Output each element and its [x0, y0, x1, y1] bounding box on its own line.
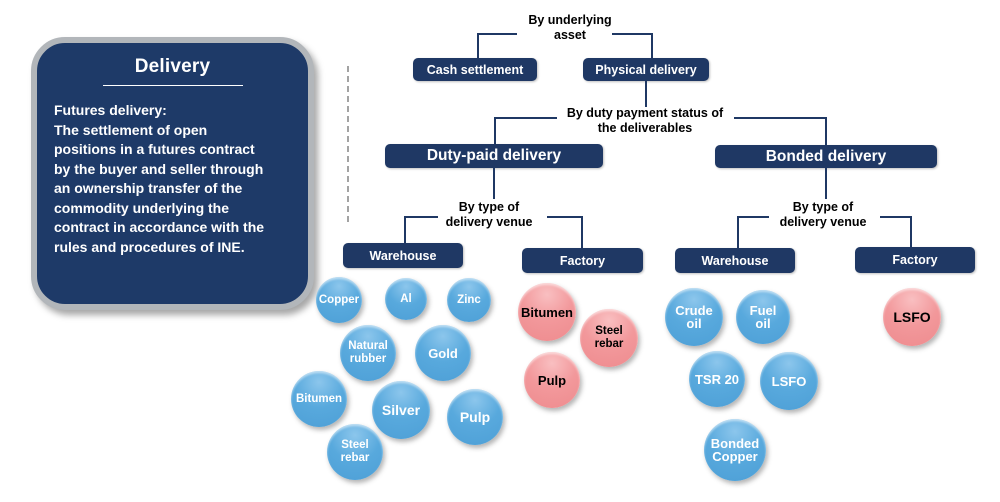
label-duty-paid-venue: By type of delivery venue [445, 200, 533, 229]
title-underline [102, 85, 243, 86]
connector-line [493, 168, 495, 199]
bubble-copper: Copper [316, 277, 362, 323]
connector-line [477, 33, 479, 59]
label-by-underlying-asset: By underlying asset [528, 13, 612, 42]
bubble-pulp-warehouse: Pulp [447, 389, 503, 445]
bubble-silver: Silver [372, 381, 430, 439]
connector-line [612, 33, 653, 35]
label-duty-payment-status: By duty payment status of the deliverabl… [566, 106, 724, 135]
connector-line [651, 33, 653, 59]
panel-body-text: Futures delivery: The settlement of open… [54, 102, 265, 255]
connector-line [581, 216, 583, 248]
node-duty-paid-warehouse: Warehouse [343, 243, 463, 268]
bubble-natural-rubber: Natural rubber [340, 325, 396, 381]
connector-line [477, 33, 517, 35]
connector-line [910, 216, 912, 248]
connector-line [494, 117, 496, 145]
connector-line [880, 216, 912, 218]
connector-line [737, 216, 769, 218]
label-bonded-venue: By type of delivery venue [779, 200, 867, 229]
node-duty-paid-delivery: Duty-paid delivery [385, 144, 603, 168]
node-duty-paid-factory: Factory [522, 248, 643, 273]
bubble-zinc: Zinc [447, 278, 491, 322]
node-bonded-factory: Factory [855, 247, 975, 273]
connector-line [734, 117, 827, 119]
connector-line [825, 117, 827, 146]
bubble-fuel-oil: Fuel oil [736, 290, 790, 344]
bubble-lsfo-warehouse: LSFO [760, 352, 818, 410]
bubble-pulp-factory: Pulp [524, 352, 580, 408]
bubble-lsfo-factory: LSFO [883, 288, 941, 346]
bubble-tsr-20: TSR 20 [689, 351, 745, 407]
connector-line [494, 117, 557, 119]
connector-line [825, 168, 827, 199]
node-cash-settlement: Cash settlement [413, 58, 537, 81]
bubble-steel-rebar-factory: Steel rebar [580, 309, 638, 367]
bubble-steel-rebar-warehouse: Steel rebar [327, 424, 383, 480]
node-bonded-delivery: Bonded delivery [715, 145, 937, 168]
connector-line [404, 216, 406, 243]
node-physical-delivery: Physical delivery [583, 58, 709, 81]
bubble-bitumen-warehouse: Bitumen [291, 371, 347, 427]
bubble-bonded-copper: Bonded Copper [704, 419, 766, 481]
definition-panel: Delivery Futures delivery: The settlemen… [31, 37, 314, 310]
connector-line [645, 81, 647, 107]
node-bonded-warehouse: Warehouse [675, 248, 795, 273]
bubble-al: Al [385, 278, 427, 320]
bubble-gold: Gold [415, 325, 471, 381]
dashed-separator [347, 66, 349, 222]
connector-line [737, 216, 739, 248]
connector-line [547, 216, 583, 218]
connector-line [404, 216, 438, 218]
bubble-bitumen-factory: Bitumen [518, 283, 576, 341]
panel-title: Delivery [134, 56, 211, 77]
bubble-crude-oil: Crude oil [665, 288, 723, 346]
